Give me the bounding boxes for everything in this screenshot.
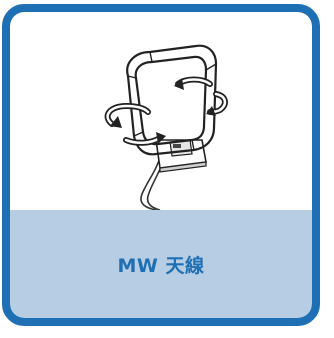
antenna-caption: MW 天線 — [117, 254, 205, 277]
card-frame: MW 天線 — [2, 4, 320, 326]
antenna-illustration-panel — [10, 12, 312, 210]
caption-panel: MW 天線 — [10, 210, 312, 318]
rotate-arrow-icon — [174, 76, 228, 116]
mw-loop-antenna-illustration — [104, 44, 228, 210]
rotate-arrow-icon — [104, 102, 166, 146]
